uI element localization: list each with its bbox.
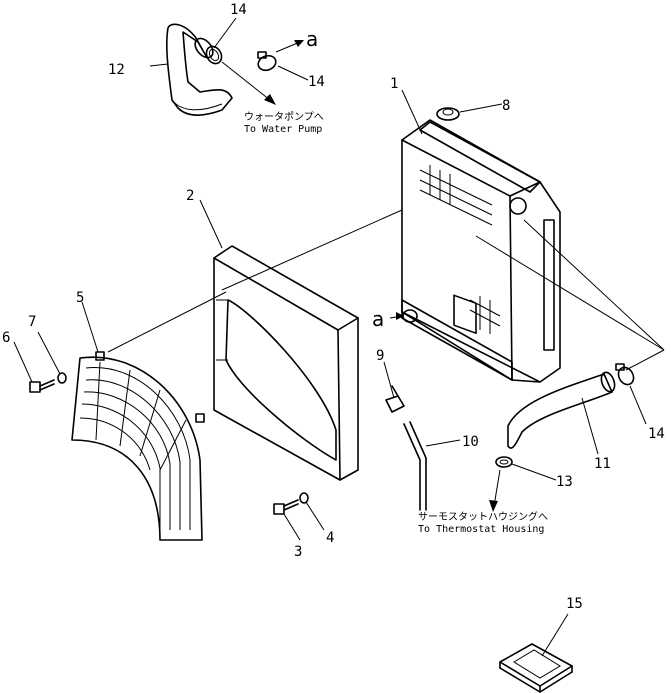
cushion-pad <box>499 643 573 693</box>
callout-15: 15 <box>566 596 583 612</box>
arrow-to-thermostat <box>489 469 501 512</box>
callout-8: 8 <box>502 98 510 114</box>
bolt-bottom <box>273 499 299 515</box>
callout-14-right: 14 <box>648 426 665 442</box>
arrow-to-water-pump <box>221 61 276 105</box>
mark-a-mid: a <box>372 307 384 331</box>
radiator-core <box>419 165 501 334</box>
drain-tube <box>403 421 427 511</box>
fan-guard <box>71 351 205 541</box>
connection-marks: a a <box>306 27 384 331</box>
callout-6: 6 <box>2 330 10 346</box>
callout-14-mid: 14 <box>308 74 325 90</box>
arrow-to-a-top <box>275 40 304 53</box>
note-water-pump-jp: ウォータポンプへ <box>244 111 324 123</box>
callout-1: 1 <box>390 76 398 92</box>
mark-a-top: a <box>306 27 318 51</box>
hose-clamp-mid <box>257 51 277 72</box>
washer-left <box>57 372 67 384</box>
note-thermostat-jp: サーモスタットハウジングへ <box>418 510 548 523</box>
callout-labels: 1 2 3 4 5 6 7 8 9 10 11 12 13 14 14 14 1… <box>2 2 665 612</box>
callout-11: 11 <box>594 456 611 472</box>
hose-clamp-top <box>205 45 223 65</box>
lower-hose <box>507 371 616 449</box>
drain-cock <box>385 385 405 413</box>
bolt-left <box>29 379 55 393</box>
callout-7: 7 <box>28 314 36 330</box>
fan-shroud <box>213 245 359 481</box>
radiator <box>401 119 561 383</box>
washer-bottom <box>299 492 309 504</box>
callout-4: 4 <box>326 530 334 546</box>
arrow-to-a-mid <box>389 312 404 320</box>
note-thermostat-en: To Thermostat Housing <box>418 524 544 535</box>
callout-3: 3 <box>294 544 302 560</box>
callout-14-top: 14 <box>230 2 247 18</box>
callout-12: 12 <box>108 62 125 78</box>
callout-13: 13 <box>556 474 573 490</box>
upper-hose <box>166 23 233 116</box>
callout-9: 9 <box>376 348 384 364</box>
callout-2: 2 <box>186 188 194 204</box>
callout-5: 5 <box>76 290 84 306</box>
callout-10: 10 <box>462 434 479 450</box>
radiator-cap <box>436 107 460 121</box>
hose-clamp-right <box>615 363 635 386</box>
destination-notes: ウォータポンプへ To Water Pump サーモスタットハウジングへ To … <box>244 111 548 535</box>
hose-clamp-lower <box>495 456 513 468</box>
note-water-pump-en: To Water Pump <box>244 124 322 135</box>
leader-lines <box>13 17 665 657</box>
